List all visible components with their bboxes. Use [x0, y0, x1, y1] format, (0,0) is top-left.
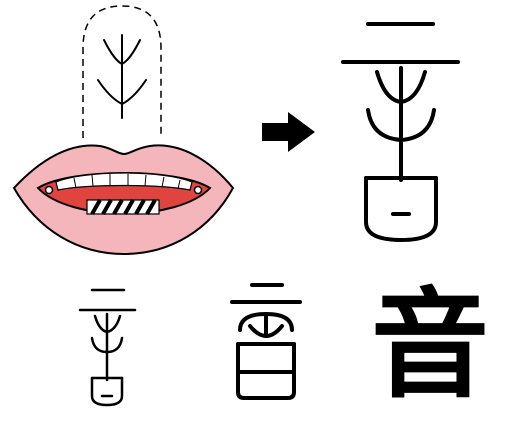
bronze-small-form: [78, 288, 137, 407]
dashed-sound-outline: [82, 5, 162, 138]
modern-form: 音: [370, 275, 489, 414]
oracle-bone-form: [341, 22, 460, 242]
right-arrow-icon: [262, 112, 315, 152]
sound-branch-icon: [97, 34, 147, 119]
mouth-diagram: [12, 144, 235, 256]
seal-script-form: [230, 283, 302, 400]
tongue-hatch: [86, 199, 160, 215]
